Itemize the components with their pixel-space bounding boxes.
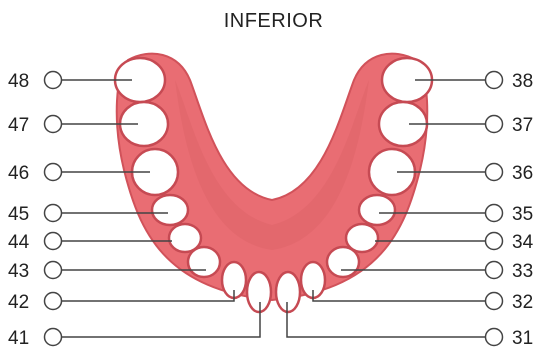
leader-line-32 <box>313 290 485 301</box>
tooth-43 <box>188 247 220 277</box>
tooth-label-34: 34 <box>512 232 534 253</box>
marker-circle-35[interactable] <box>486 205 503 222</box>
tooth-label-45: 45 <box>8 204 29 225</box>
tooth-label-42: 42 <box>8 292 29 313</box>
marker-circle-43[interactable] <box>45 262 62 279</box>
tooth-45 <box>152 195 188 225</box>
tooth-label-35: 35 <box>512 204 533 225</box>
marker-circle-45[interactable] <box>45 205 62 222</box>
tooth-31 <box>276 272 300 312</box>
marker-circle-33[interactable] <box>486 262 503 279</box>
tooth-label-47: 47 <box>8 115 29 136</box>
tooth-label-38: 38 <box>512 71 533 92</box>
tooth-label-41: 41 <box>8 328 29 349</box>
tooth-label-31: 31 <box>512 328 533 349</box>
tooth-label-37: 37 <box>512 115 533 136</box>
tooth-35 <box>359 195 395 225</box>
tooth-label-46: 46 <box>8 163 29 184</box>
leader-line-31 <box>287 302 485 337</box>
leader-line-41 <box>62 302 260 337</box>
marker-circle-38[interactable] <box>486 72 503 89</box>
tooth-label-43: 43 <box>8 261 29 282</box>
tooth-41 <box>247 272 271 312</box>
marker-circle-46[interactable] <box>45 164 62 181</box>
tooth-label-44: 44 <box>8 232 30 253</box>
marker-circle-32[interactable] <box>486 293 503 310</box>
marker-circle-34[interactable] <box>486 233 503 250</box>
marker-circle-41[interactable] <box>45 329 62 346</box>
tooth-33 <box>327 247 359 277</box>
marker-circle-47[interactable] <box>45 116 62 133</box>
marker-circle-31[interactable] <box>486 329 503 346</box>
tooth-label-36: 36 <box>512 163 533 184</box>
marker-circle-42[interactable] <box>45 293 62 310</box>
marker-circle-36[interactable] <box>486 164 503 181</box>
tooth-label-32: 32 <box>512 292 533 313</box>
marker-circle-37[interactable] <box>486 116 503 133</box>
tooth-label-33: 33 <box>512 261 533 282</box>
marker-circle-44[interactable] <box>45 233 62 250</box>
tooth-label-48: 48 <box>8 71 29 92</box>
leader-line-42 <box>62 290 234 301</box>
marker-circle-48[interactable] <box>45 72 62 89</box>
